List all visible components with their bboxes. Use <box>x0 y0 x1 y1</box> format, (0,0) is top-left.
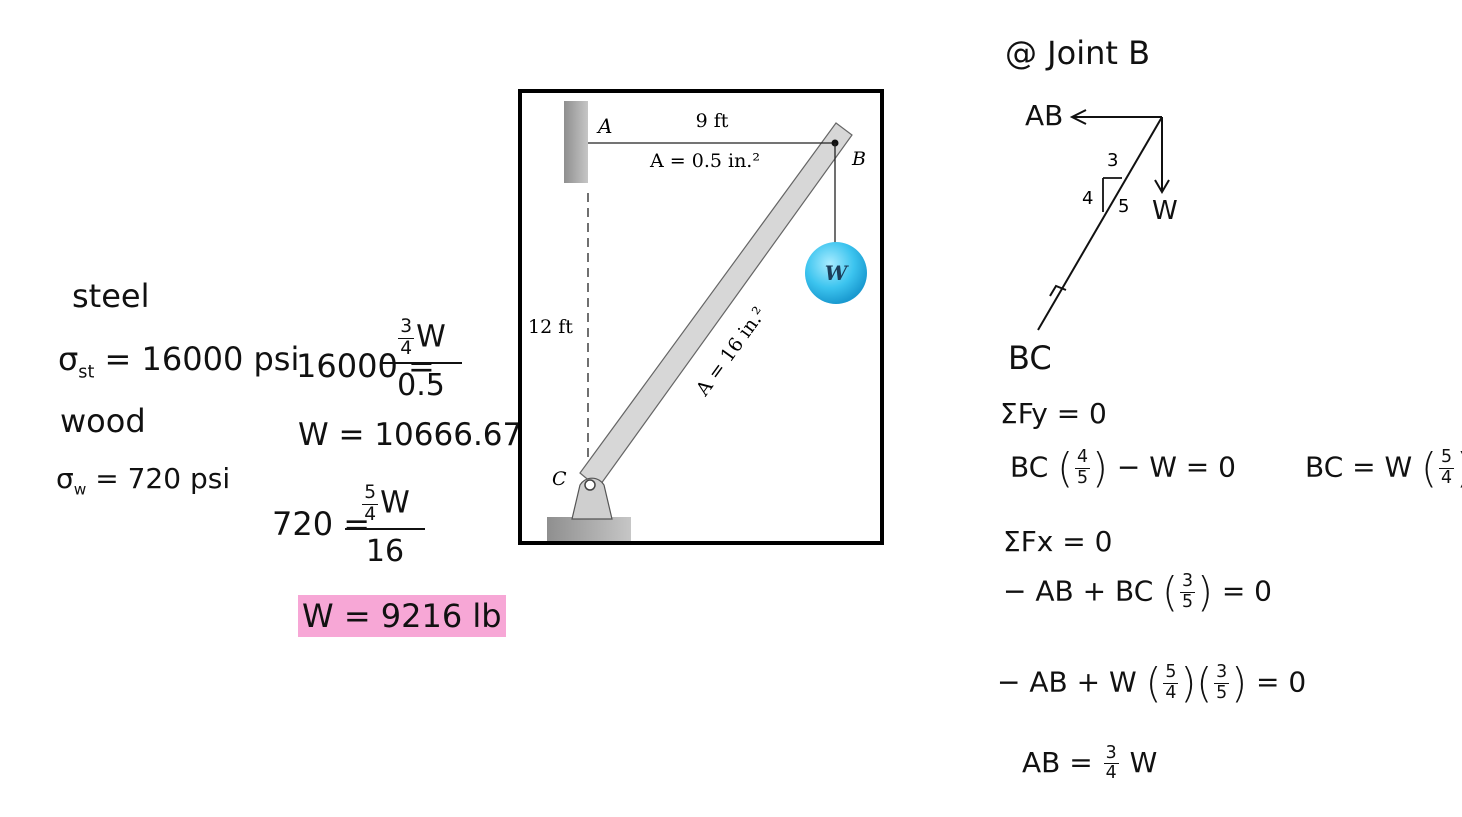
sigma-subscript: w <box>73 480 87 499</box>
steel-calc-lhs: 16000 = <box>296 347 435 385</box>
sigma-symbol: σ <box>56 462 74 495</box>
steel-label: steel <box>72 277 150 315</box>
joint-b-fbd: 3 4 5 <box>1037 109 1170 331</box>
truss-figure: W A B C 9 ft A = 0.5 in.² 12 ft A = 16 i… <box>518 89 884 545</box>
fraction-denominator: 16 <box>365 534 405 570</box>
label-b: B <box>851 148 866 170</box>
truss-diagram: W A B C 9 ft A = 0.5 in.² 12 ft A = 16 i… <box>528 101 867 541</box>
wood-calc-lhs: 720 = <box>272 505 371 543</box>
slope-triangle <box>1102 177 1122 212</box>
ground-support <box>547 517 631 541</box>
force-ab-arrowhead <box>1069 109 1087 125</box>
fraction-bar <box>345 528 425 531</box>
sum-fy-equation: ΣFy = 0 <box>1000 397 1107 430</box>
tri-5: 5 <box>1118 196 1129 217</box>
wood-strut-bc <box>579 122 853 489</box>
label-c: C <box>552 468 567 490</box>
dim-12ft: 12 ft <box>528 316 573 338</box>
wall-support <box>564 101 588 183</box>
joint-label-w: W <box>1152 196 1178 226</box>
steel-stress-value: = 16000 psi <box>104 340 300 378</box>
sigma-subscript: st <box>78 362 95 383</box>
label-a: A <box>596 114 612 138</box>
steel-stress: σst = 16000 psi <box>58 343 299 382</box>
pin-c <box>584 479 596 491</box>
bc-result-equation: BC = W (54) <box>1305 444 1462 492</box>
dim-9ft: 9 ft <box>696 110 729 132</box>
wood-calc-result: W = 9216 lb <box>298 595 506 637</box>
wood-stress: σw = 720 psi <box>56 465 230 498</box>
joint-label-bc: BC <box>1008 339 1052 377</box>
steel-calc-result: W = 10666.67 lb <box>298 417 561 453</box>
weight-ball <box>805 242 867 304</box>
force-bc-line <box>1037 116 1163 331</box>
force-w-arrowhead <box>1154 179 1170 194</box>
highlighted-answer: W = 9216 lb <box>298 595 506 637</box>
joint-label-ab: AB <box>1025 99 1064 132</box>
pin-bracket <box>571 477 613 520</box>
weight-label: W <box>825 261 850 285</box>
sigma-symbol: σ <box>58 340 79 378</box>
sum-fx-equation: ΣFx = 0 <box>1003 525 1113 558</box>
force-bc-arrowhead <box>1049 284 1067 297</box>
area-ab-label: A = 0.5 in.² <box>649 150 760 172</box>
tri-3: 3 <box>1107 150 1118 171</box>
tri-4: 4 <box>1082 188 1093 209</box>
wood-label: wood <box>60 402 146 440</box>
fraction-bar <box>380 362 462 365</box>
joint-title: @ Joint B <box>1005 34 1151 72</box>
fraction-denominator: 0.5 <box>397 368 445 404</box>
wood-stress-value: = 720 psi <box>95 462 231 495</box>
